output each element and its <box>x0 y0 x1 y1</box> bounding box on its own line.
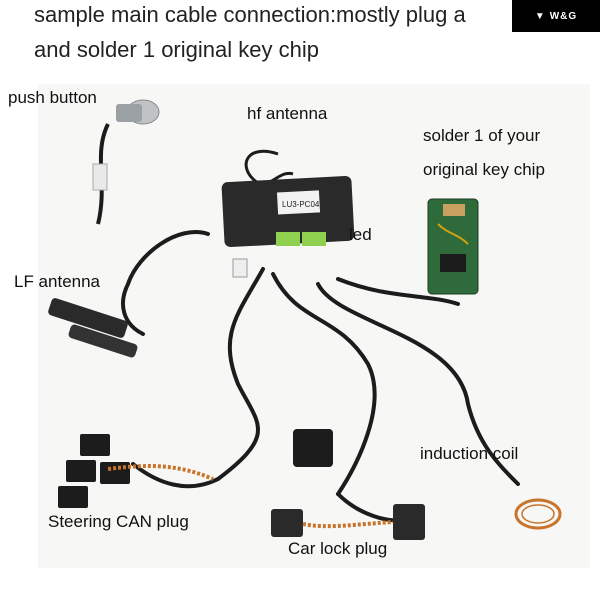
lf-antenna <box>48 298 138 358</box>
module-label: LU3-PC04 <box>282 200 320 209</box>
label-led: led <box>349 225 372 244</box>
brand-text: W&G <box>549 10 578 22</box>
heading-line-2: and solder 1 original key chip <box>34 37 319 62</box>
header: sample main cable connection:mostly plug… <box>0 0 600 80</box>
hf-antenna-cable <box>244 149 294 186</box>
push-button-part <box>92 99 160 225</box>
product-photo: LU3-PC04 <box>38 84 590 568</box>
main-module: LU3-PC04 <box>221 175 355 278</box>
product-illustration: LU3-PC04 <box>48 99 562 540</box>
steering-can-plugs <box>58 434 214 508</box>
brand-logo-icon: ▼ <box>534 10 546 22</box>
induction-coil <box>514 498 562 530</box>
label-steering-can-plug: Steering CAN plug <box>48 512 189 531</box>
label-push-button: push button <box>8 88 97 107</box>
brand-logo: ▼ W&G <box>512 0 600 32</box>
label-lf-antenna: LF antenna <box>14 272 101 291</box>
label-solder-line-2: original key chip <box>423 160 545 179</box>
label-induction-coil: induction coil <box>420 444 519 463</box>
heading-line-1: sample main cable connection:mostly plug… <box>34 2 466 27</box>
label-solder-line-1: solder 1 of your <box>423 126 541 145</box>
cable-harness <box>121 230 520 523</box>
label-car-lock-plug: Car lock plug <box>288 539 388 558</box>
key-chip-board <box>427 198 479 295</box>
car-lock-plugs <box>271 429 425 540</box>
label-hf-antenna: hf antenna <box>247 104 328 123</box>
